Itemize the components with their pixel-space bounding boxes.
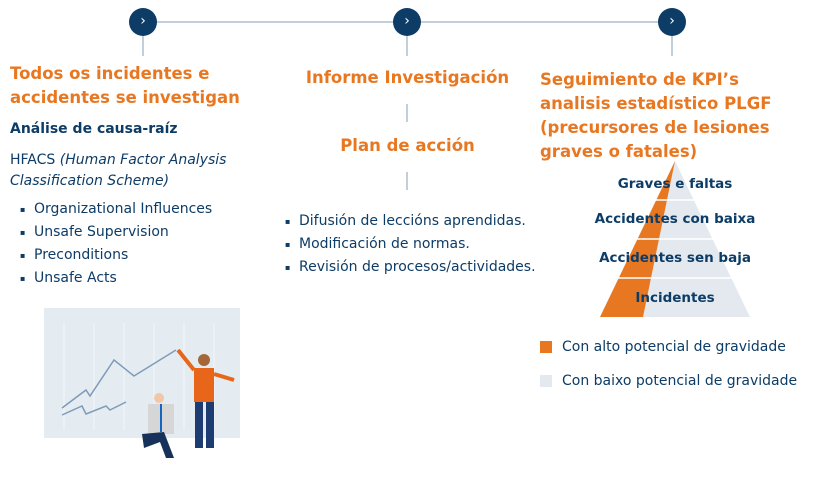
hfacs-text: HFACS (Human Factor Analysis Classificat…: [10, 150, 240, 192]
col1-subtitle: Análise de causa-raíz: [10, 121, 178, 137]
pyramid-tier: Accidentes sen baja: [599, 250, 751, 266]
col1-title: Todos os incidentes e accidentes se inve…: [10, 64, 240, 107]
legend-swatch-high: [540, 341, 552, 353]
legend-swatch-low: [540, 375, 552, 387]
hfacs-list: Organizational Influences Unsafe Supervi…: [20, 198, 212, 290]
list-item: Revisión de procesos/actividades.: [285, 256, 536, 279]
hfacs-label: HFACS: [10, 152, 56, 168]
connector: [406, 172, 408, 190]
legend-label: Con baixo potencial de gravidade: [562, 373, 798, 389]
col3-title: Seguimiento de KPI’s analisis estadístic…: [540, 70, 772, 161]
hfacs-description: (Human Factor Analysis Classification Sc…: [10, 152, 227, 189]
list-item: Unsafe Supervision: [20, 221, 212, 244]
legend-low: Con baixo potencial de gravidade: [540, 373, 797, 389]
connector: [671, 36, 673, 56]
col2-title: Informe Investigación: [305, 68, 510, 87]
chevron-right-icon[interactable]: ›: [129, 8, 157, 36]
pyramid-tier: Graves e faltas: [617, 176, 733, 192]
list-item: Difusión de leccións aprendidas.: [285, 210, 536, 233]
chevron-right-icon[interactable]: ›: [393, 8, 421, 36]
pyramid-tier: Accidentes con baixa: [594, 211, 756, 227]
connector: [406, 36, 408, 56]
chevron-right-icon[interactable]: ›: [658, 8, 686, 36]
legend-label: Con alto potencial de gravidade: [562, 339, 786, 355]
connector: [142, 36, 144, 56]
connector: [406, 104, 408, 122]
list-item: Preconditions: [20, 244, 212, 267]
pyramid-tier: Incidentes: [635, 290, 715, 306]
col2-title2: Plan de acción: [340, 136, 475, 155]
legend-high: Con alto potencial de gravidade: [540, 339, 786, 355]
list-item: Modificación de normas.: [285, 233, 536, 256]
action-list: Difusión de leccións aprendidas. Modific…: [285, 210, 536, 279]
analytics-illustration: [44, 308, 240, 458]
list-item: Unsafe Acts: [20, 267, 212, 290]
list-item: Organizational Influences: [20, 198, 212, 221]
pyramid-chart: [600, 161, 750, 317]
